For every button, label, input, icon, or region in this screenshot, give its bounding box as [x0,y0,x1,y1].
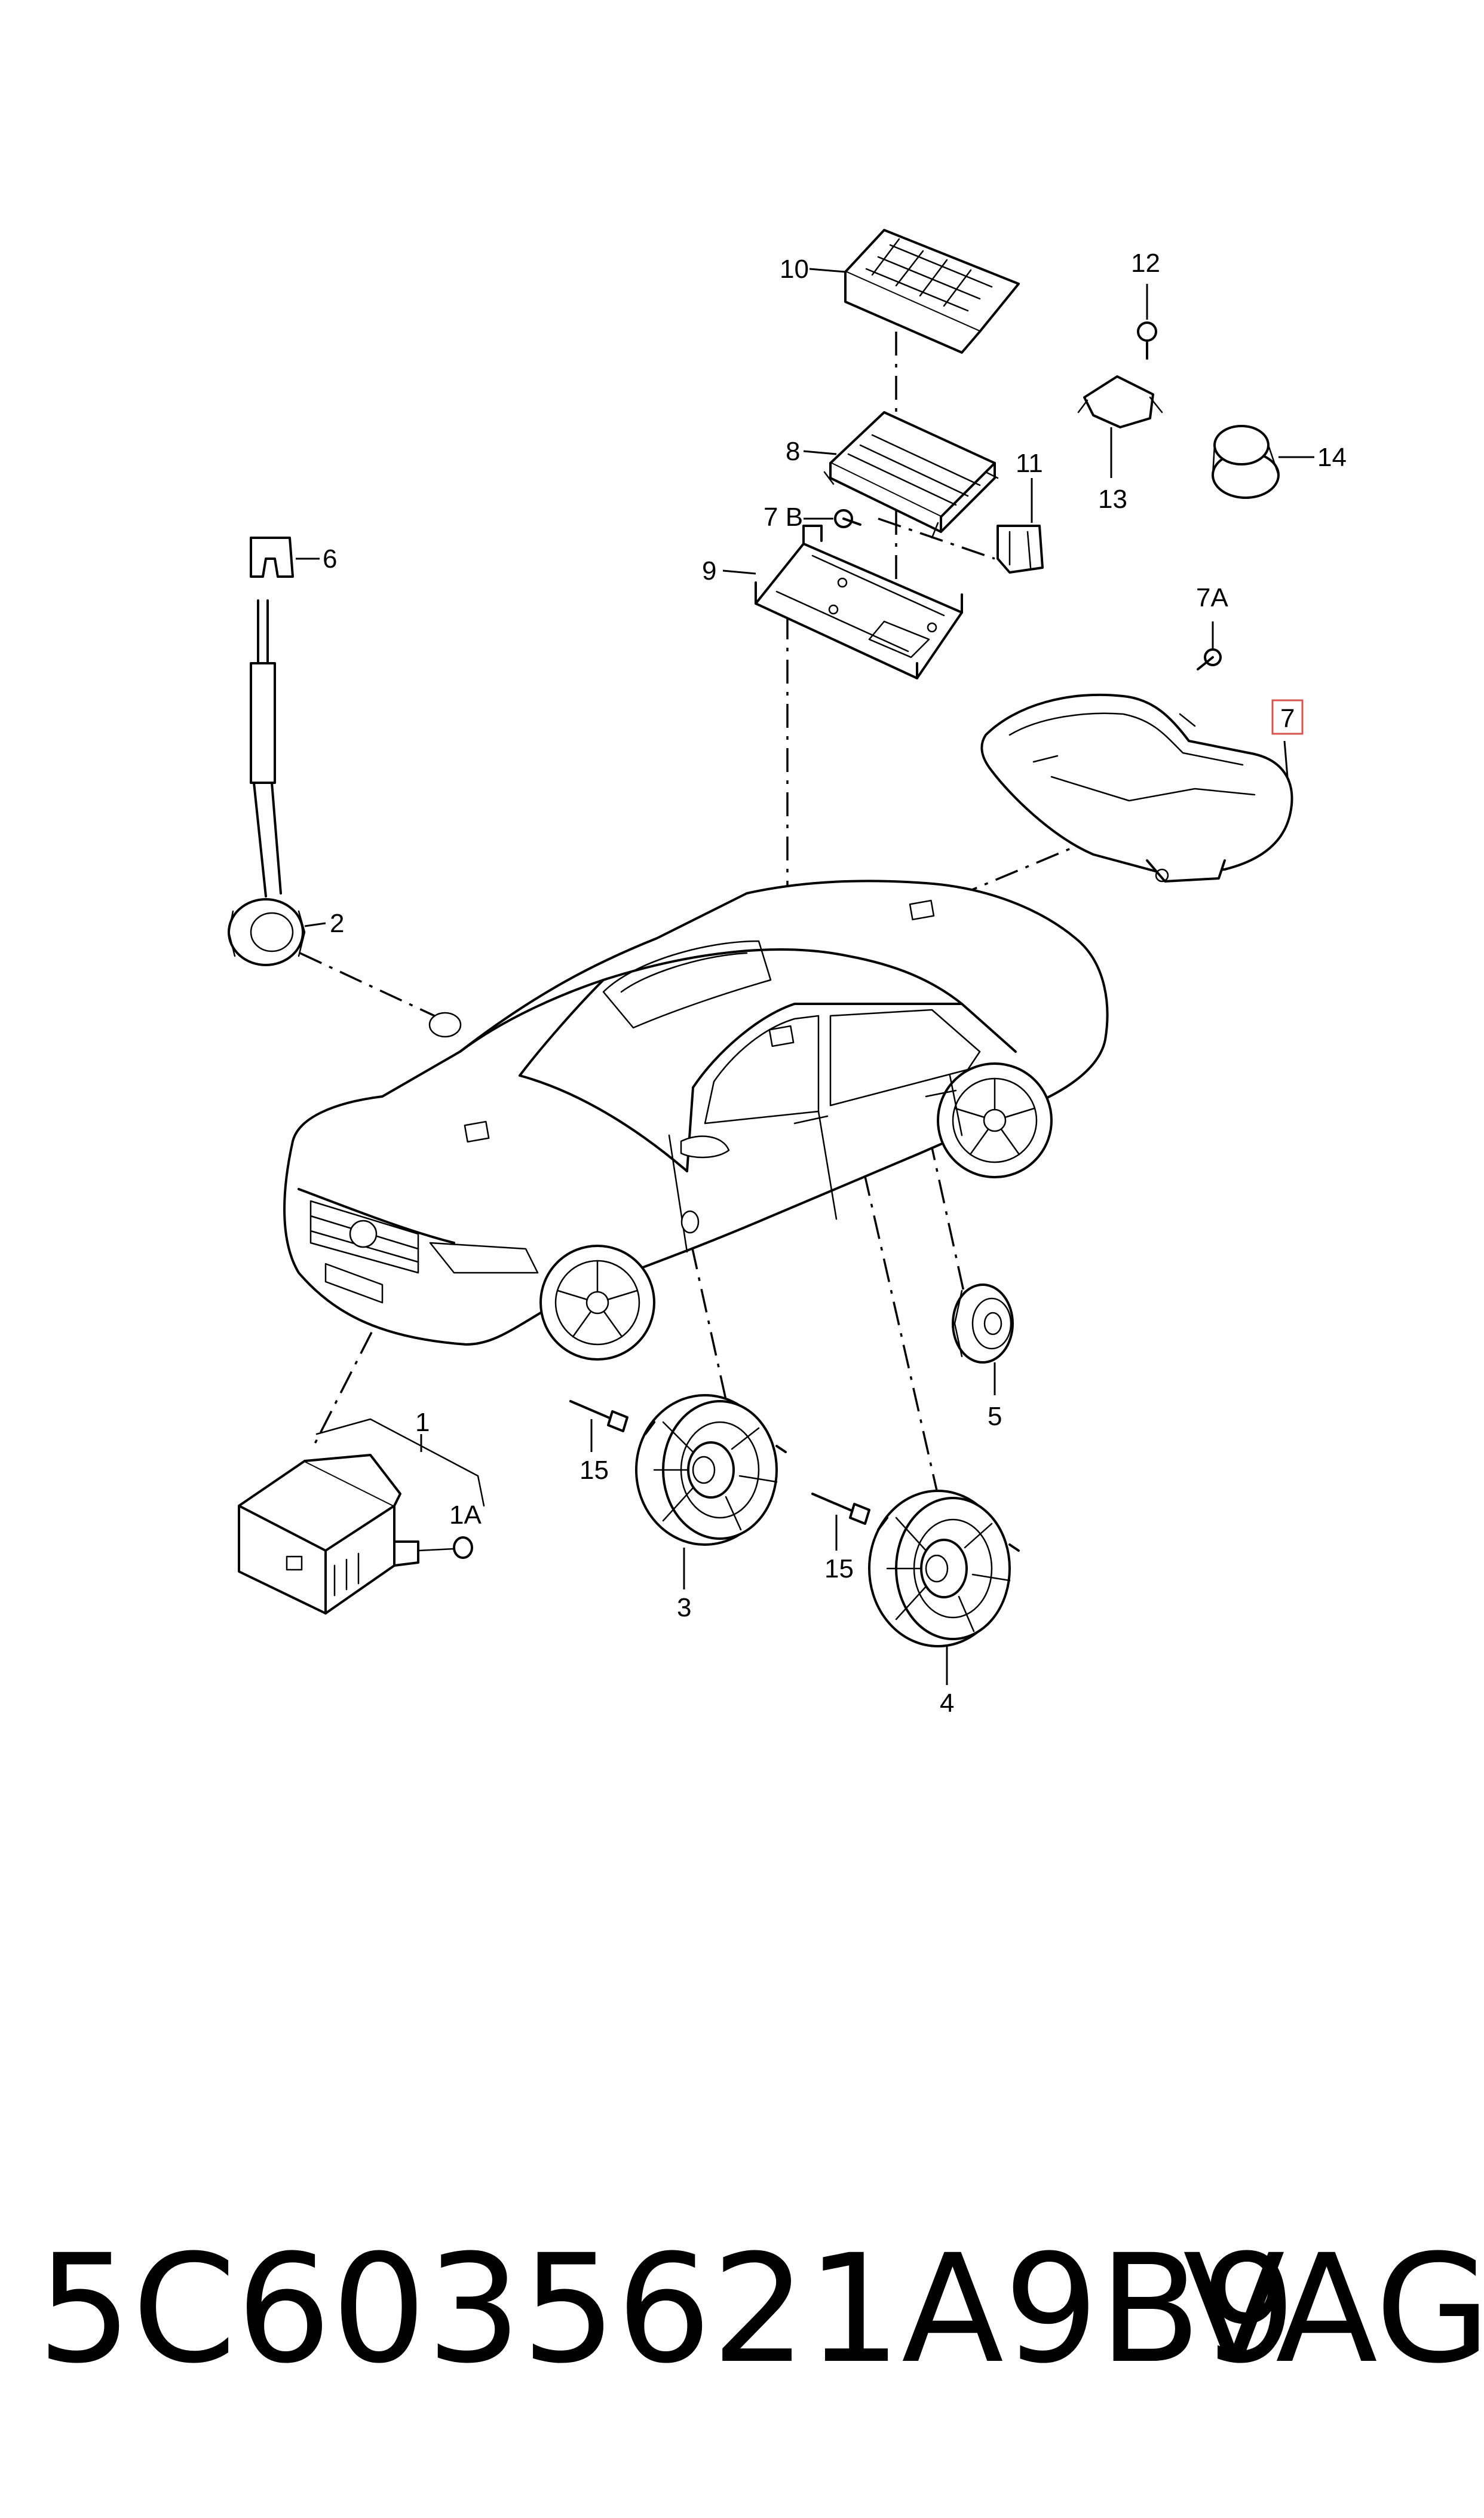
callout-12: 12 [1131,249,1160,278]
callout-15-left: 15 [580,1456,609,1485]
callout-7: 7 [1280,704,1295,733]
part-number: 5C6035621A9B9 [37,2222,1296,2396]
callout-13: 13 [1098,485,1127,514]
part-5-tweeter [952,1283,1014,1395]
part-13-bracket [1077,375,1163,478]
callout-1a: 1A [449,1500,482,1530]
part-12-bolt [1137,284,1157,360]
part-4-speaker [868,1490,1020,1685]
callout-3: 3 [677,1593,691,1622]
callout-6: 6 [323,544,337,574]
part-7a-screw [1197,621,1222,670]
callout-11: 11 [1016,449,1043,478]
car-illustration [283,880,1109,1361]
callout-2: 2 [330,909,344,938]
part-2-tweeter [228,599,326,966]
callout-labels: 10 12 8 11 13 14 7 B 6 9 7A 7 2 1 1A 15 … [323,249,1347,1718]
brand-label: VAG [1183,2222,1484,2396]
part-3-speaker [635,1394,787,1589]
part-9-bracket [722,525,963,679]
part-15-rivet-right [811,1493,870,1551]
callout-5: 5 [988,1402,1002,1431]
callout-8: 8 [786,437,800,466]
callout-4: 4 [940,1689,954,1718]
part-1-radio [238,1418,485,1615]
part-7b-screw [804,509,861,528]
part-7-housing [980,693,1293,883]
part-6-clip [250,537,320,578]
callout-15-right: 15 [824,1554,854,1583]
part-15-rivet-left [569,1400,628,1452]
part-8-amplifier [803,411,999,539]
callout-10: 10 [780,255,809,284]
callout-7-highlight [1271,699,1304,735]
callout-9: 9 [702,556,716,586]
part-10-cover [809,229,1020,354]
callout-14: 14 [1317,443,1347,472]
callout-7b: 7 B [764,503,803,532]
callout-7a: 7A [1196,583,1228,612]
callout-1: 1 [415,1408,430,1437]
part-11-clip [997,478,1044,574]
part-14-grommet [1212,425,1314,499]
